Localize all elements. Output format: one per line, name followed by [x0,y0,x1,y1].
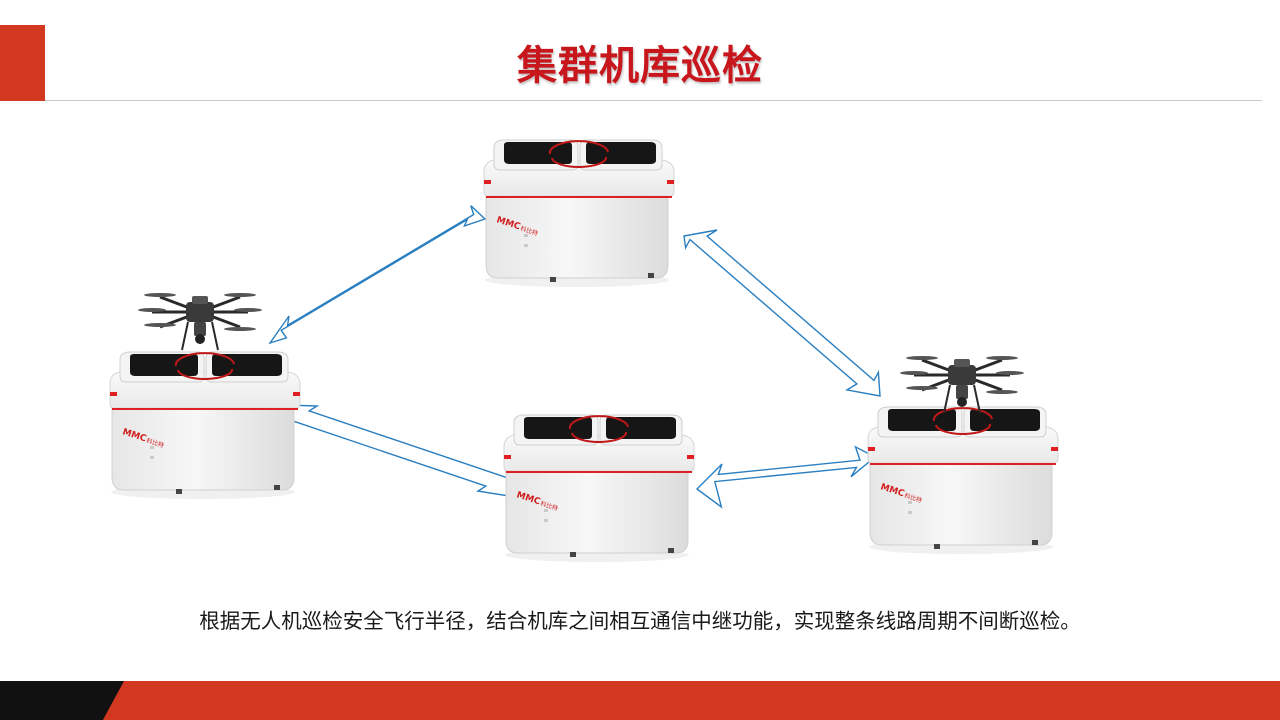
header-accent-block [0,25,45,101]
drone-icon-left [136,291,264,352]
arrow-bottom-right [695,445,877,509]
hangar-right [867,406,1059,555]
hangar-bottom-middle [503,414,695,563]
slide-title: 集群机库巡检 [517,43,763,89]
hangar-network-diagram: MMC 科比特 [109,139,1059,563]
footer-bar [0,681,1280,720]
arrow-left-bottom [285,404,510,497]
arrow-left-top [268,205,487,345]
slide-caption: 根据无人机巡检安全飞行半径，结合机库之间相互通信中继功能，实现整条线路周期不间断… [199,609,1081,633]
header-divider [45,100,1262,101]
footer-black-block [0,681,124,720]
hangar-top [483,139,675,288]
drone-icon-right [898,354,1026,415]
hangar-left [109,351,301,500]
arrow-top-right [683,229,881,397]
